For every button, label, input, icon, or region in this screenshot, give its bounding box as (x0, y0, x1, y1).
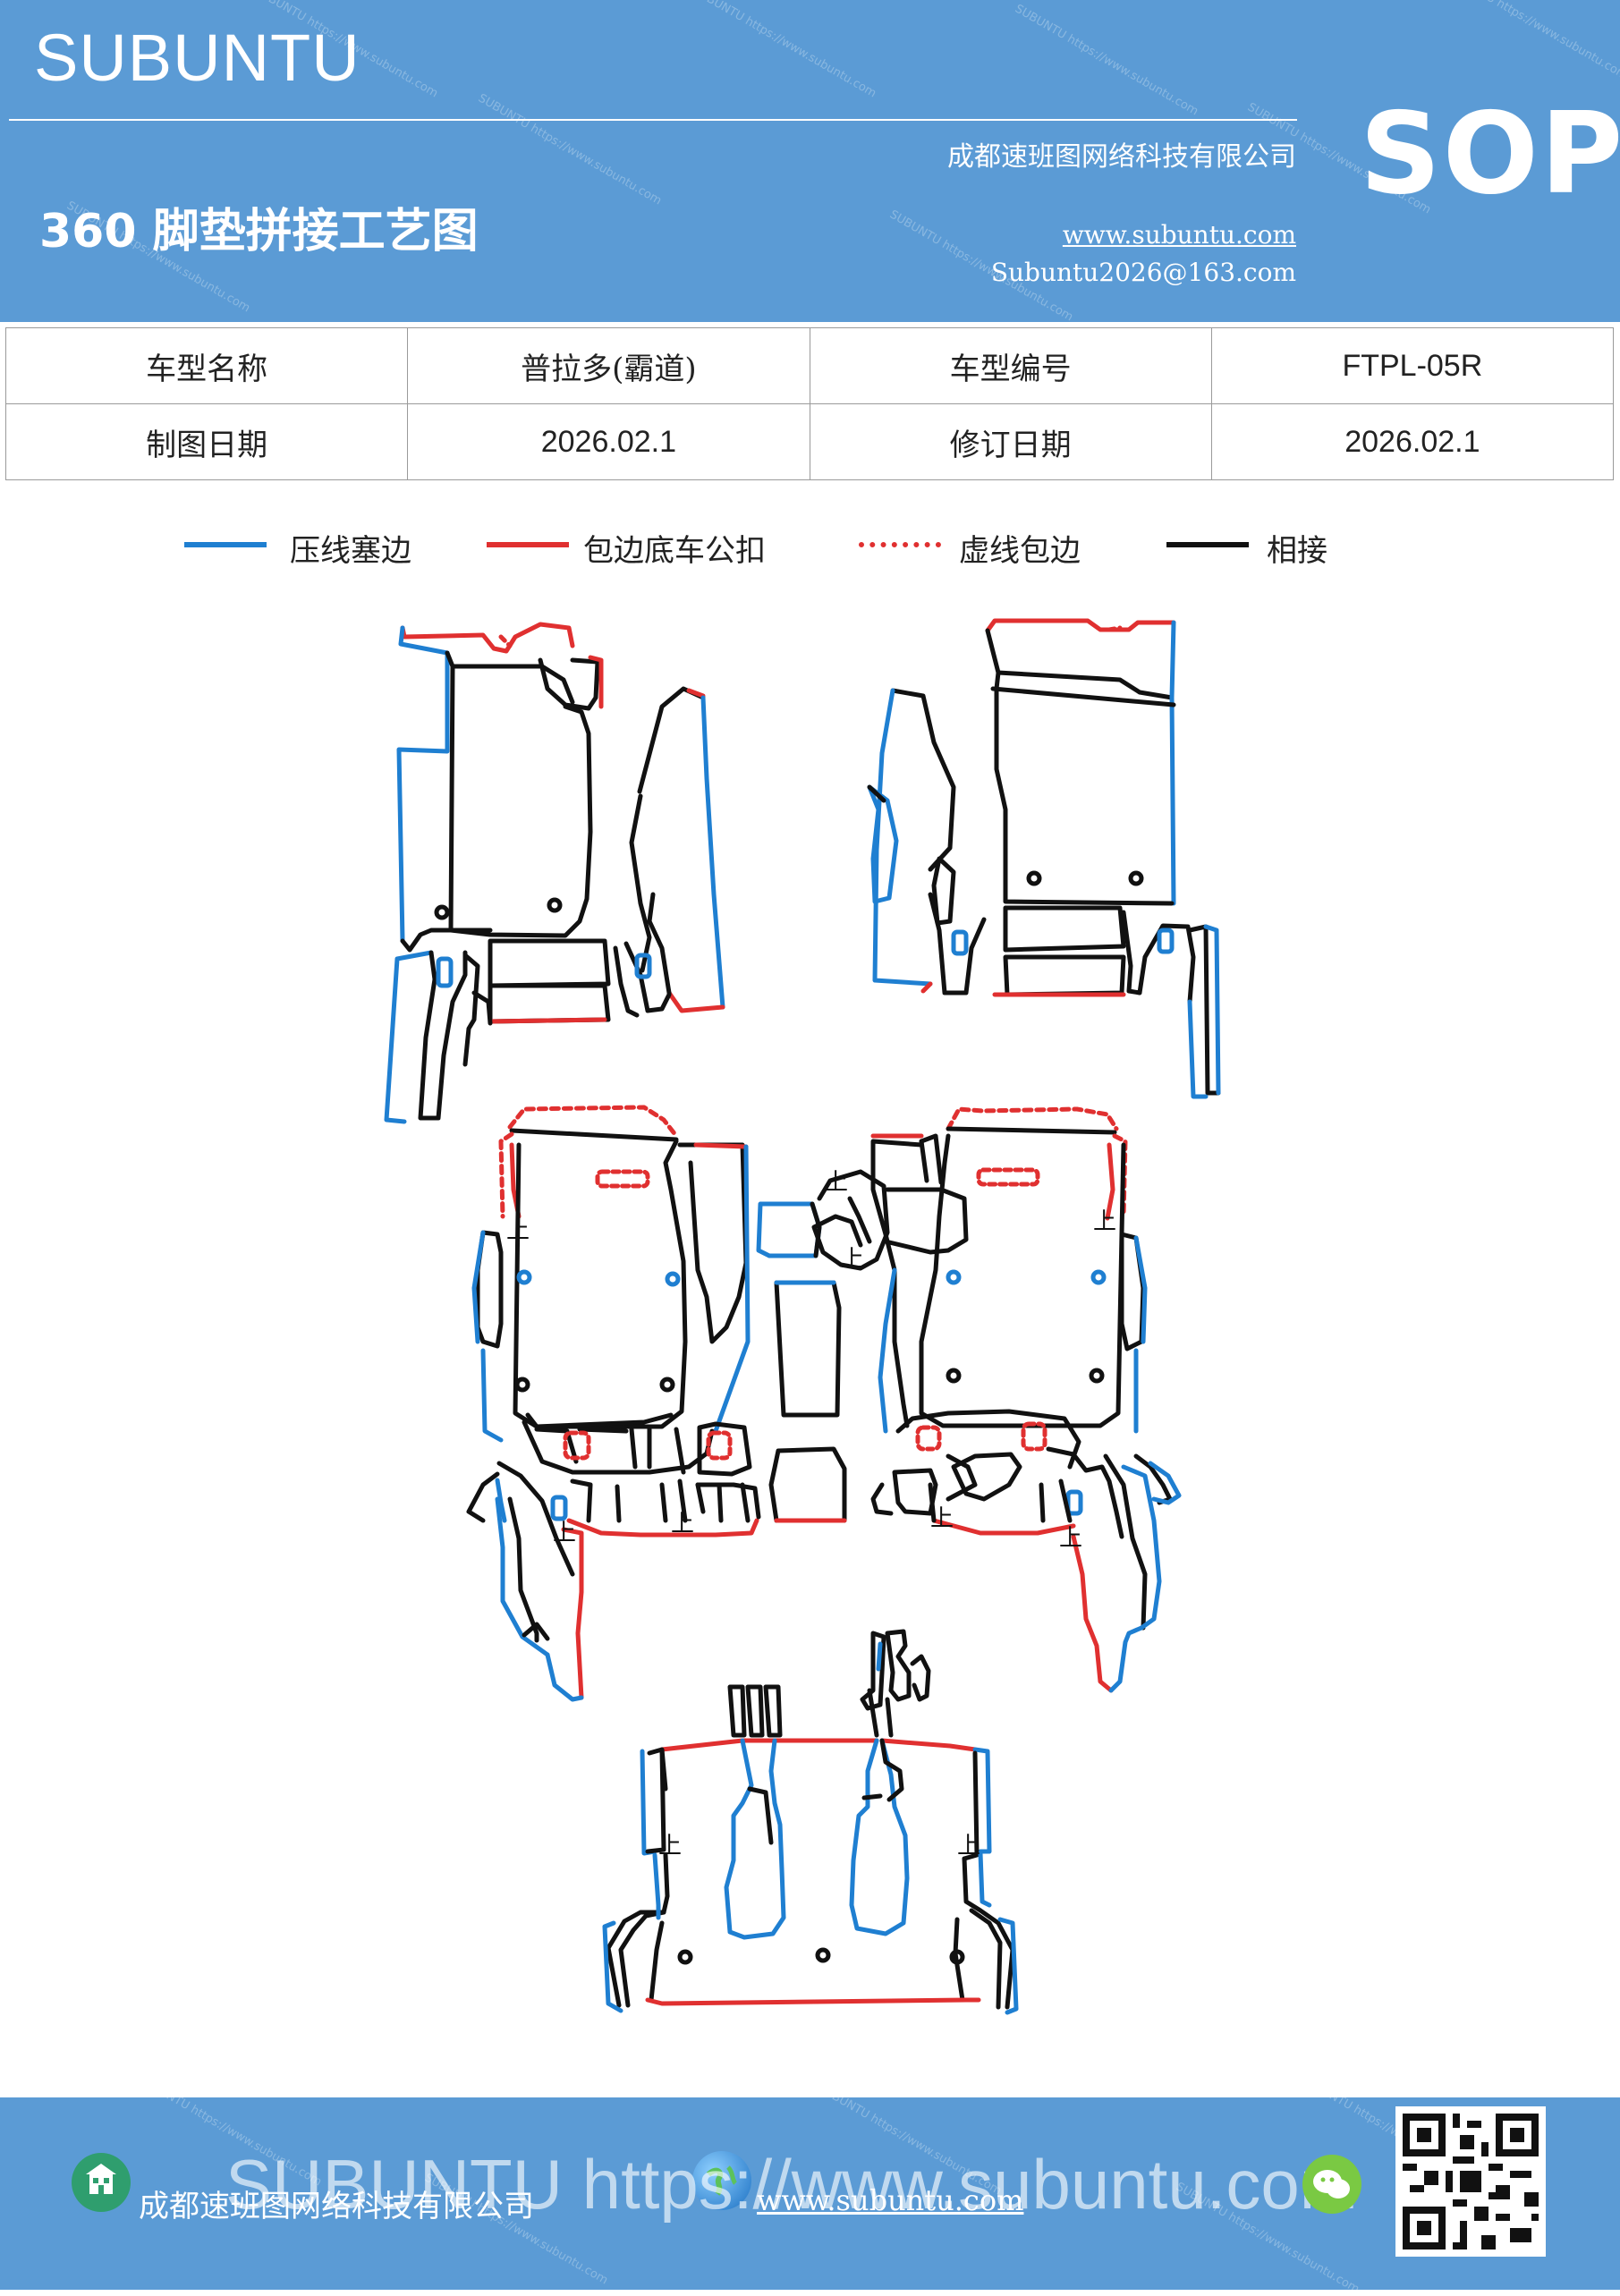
header-banner: SUBUNTU https://www.subuntu.com SUBUNTU … (0, 0, 1620, 324)
table-row: 制图日期 2026.02.1 修订日期 2026.02.1 (4, 403, 1615, 480)
model-code-label: 车型编号 (809, 327, 1212, 404)
second-row-right-mat (870, 1106, 1182, 1693)
company-name: 成都速班图网络科技有限公司 (947, 141, 1296, 173)
up-marker: 上 (930, 1505, 954, 1532)
contact-email: Subuntu2026@163.com (990, 258, 1296, 287)
footer-overlay-text: SUBUNTU https://www.subuntu.com (225, 2145, 1358, 2224)
legend-swatch-red (487, 542, 569, 547)
up-marker: 上 (506, 1217, 530, 1244)
second-row-left-mat (466, 1105, 761, 1702)
revision-date-label: 修订日期 (809, 403, 1212, 480)
footer-banner: SUBUNTU https://www.subuntu.com SUBUNTU … (0, 2073, 1620, 2296)
direction-markers: 上 上 上 上 上 上 上 上 (506, 1208, 1116, 1860)
table-row: 车型名称 普拉多(霸道) 车型编号 FTPL-05R (4, 327, 1615, 404)
front-right-mat (867, 618, 1221, 1099)
draw-date-value: 2026.02.1 (407, 403, 810, 480)
center-console-pieces: 上 上 (756, 1133, 969, 1523)
model-code-value: FTPL-05R (1210, 327, 1615, 404)
up-marker: 上 (658, 1833, 682, 1860)
up-marker: 上 (1093, 1208, 1116, 1235)
front-left-mat (384, 622, 725, 1124)
model-name-label: 车型名称 (4, 327, 409, 404)
globe-icon (692, 2151, 751, 2210)
up-marker: 上 (671, 1511, 694, 1538)
document-title: 360 脚垫拼接工艺图 (39, 205, 479, 258)
legend-label: 相接 (1267, 533, 1327, 569)
up-marker: 上 (1059, 1525, 1082, 1552)
revision-date-value: 2026.02.1 (1210, 403, 1615, 480)
legend-swatch-black (1166, 542, 1249, 547)
header-divider (9, 119, 1297, 121)
up-marker: 上 (841, 1246, 864, 1273)
draw-date-label: 制图日期 (4, 403, 409, 480)
floor-mat-diagram: 上 上 (384, 618, 1221, 2015)
up-marker: 上 (957, 1833, 980, 1860)
up-marker: 上 (553, 1520, 576, 1546)
wechat-icon (1302, 2155, 1361, 2214)
third-row-mat (602, 1629, 1019, 2015)
legend-label: 压线塞边 (290, 533, 411, 569)
vehicle-info-table: 车型名称 普拉多(霸道) 车型编号 FTPL-05R 制图日期 2026.02.… (4, 327, 1615, 480)
legend-swatch-red-dotted (859, 542, 941, 547)
building-icon (72, 2153, 131, 2212)
model-name-value: 普拉多(霸道) (407, 327, 810, 404)
legend-label: 虚线包边 (959, 533, 1081, 569)
qr-code[interactable] (1395, 2106, 1546, 2257)
sop-badge: SOP (1360, 88, 1620, 219)
up-marker: 上 (825, 1169, 848, 1196)
footer-company-name: 成都速班图网络科技有限公司 (139, 2189, 534, 2224)
legend-swatch-blue (184, 542, 267, 547)
footer-website-link[interactable]: www.subuntu.com (757, 2183, 1024, 2217)
brand-name: SUBUNTU (34, 21, 360, 95)
website-link[interactable]: www.subuntu.com (1062, 220, 1296, 250)
legend-label: 包边底车公扣 (583, 533, 766, 569)
